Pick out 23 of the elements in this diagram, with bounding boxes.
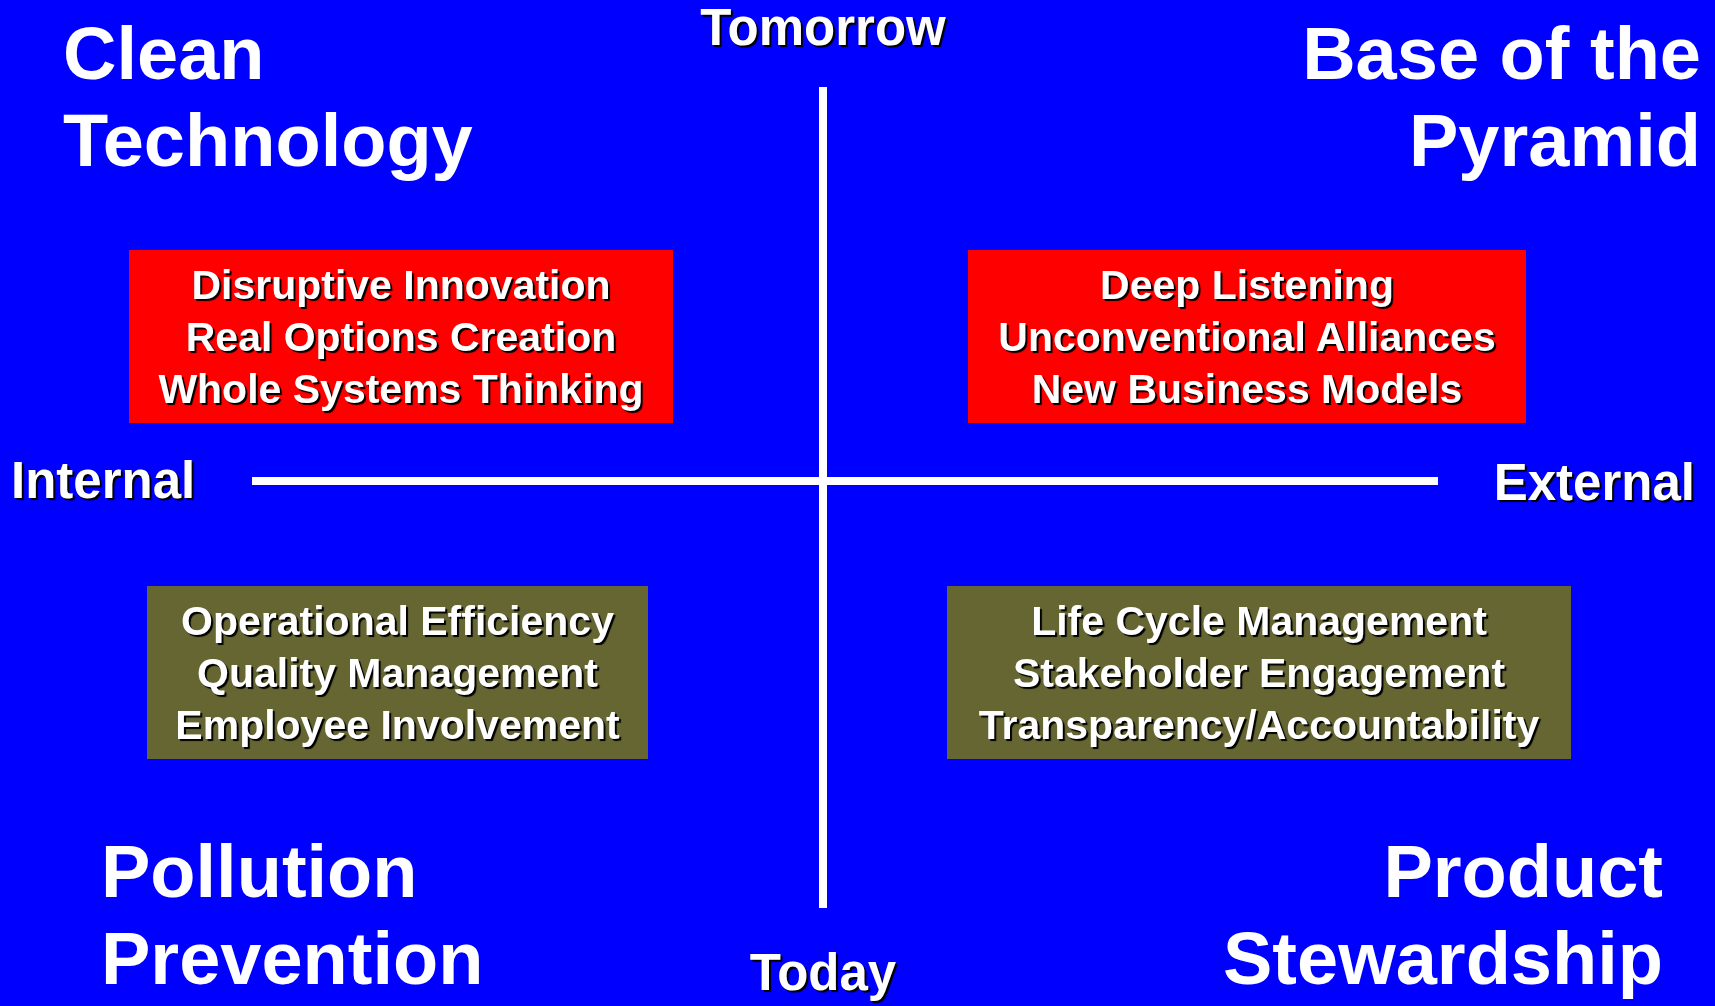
axis-label: Internal (11, 456, 196, 506)
strategy-text: Life Cycle Management (1031, 596, 1487, 646)
axis-label: Tomorrow (700, 3, 946, 53)
strategy-box (968, 250, 1526, 423)
strategy-text: Operational Efficiency (181, 596, 614, 646)
quadrant-title: Clean Technology (63, 11, 474, 184)
strategy-text: New Business Models (1031, 364, 1463, 414)
strategy-box (147, 586, 648, 759)
strategy-text: Stakeholder Engagement (1012, 648, 1506, 698)
quadrant-title: Pollution Prevention (101, 829, 485, 1002)
strategy-text: Employee Involvement (175, 700, 620, 750)
strategy-text: Transparency/Accountability (978, 700, 1540, 750)
strategy-text: Quality Management (197, 648, 598, 698)
strategy-text: Unconventional Alliances (998, 312, 1496, 362)
strategy-text: Deep Listening (1100, 260, 1394, 310)
strategy-text: Disruptive Innovation (191, 260, 611, 310)
strategy-text: Whole Systems Thinking (158, 364, 644, 414)
axis-label: External (1493, 458, 1695, 508)
quadrant-title: Base of the Pyramid (1301, 11, 1701, 184)
strategy-box (129, 250, 673, 423)
strategy-box (947, 586, 1571, 759)
strategy-text: Real Options Creation (185, 312, 617, 362)
quadrant-title: Product Stewardship (1222, 829, 1663, 1002)
